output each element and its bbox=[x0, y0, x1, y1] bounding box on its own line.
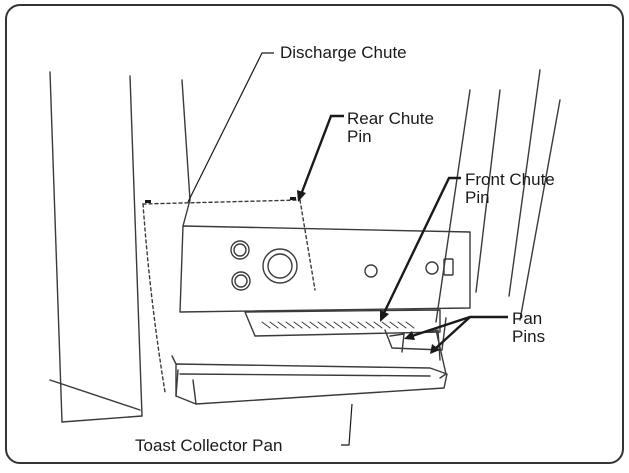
leader-front-chute-pin bbox=[382, 176, 461, 314]
leader-discharge-chute bbox=[187, 52, 274, 203]
label-front-chute-pin: Front Chute Pin bbox=[465, 170, 555, 207]
label-rear-chute-pin: Rear Chute Pin bbox=[347, 109, 434, 146]
pan-pin-left bbox=[389, 333, 405, 353]
power-switch bbox=[443, 258, 454, 276]
label-pan-pins: Pan Pins bbox=[512, 309, 546, 346]
figure-frame bbox=[5, 4, 624, 464]
housing-bottom-left bbox=[61, 415, 143, 423]
conveyor-slots bbox=[261, 321, 415, 329]
housing-right-3 bbox=[435, 89, 471, 323]
housing-right-back bbox=[519, 99, 561, 321]
housing-left-2 bbox=[181, 79, 191, 201]
conveyor-housing bbox=[244, 309, 441, 337]
arrowhead-rear-chute-pin bbox=[297, 190, 306, 202]
chute-outline-right bbox=[299, 199, 316, 291]
knob-small-bottom bbox=[231, 271, 251, 291]
rear-chute-pin-marker bbox=[290, 197, 296, 200]
label-discharge-chute: Discharge Chute bbox=[280, 43, 407, 62]
arrowhead-pan-pin-2 bbox=[430, 344, 440, 354]
indicator-light bbox=[364, 264, 378, 278]
leader-pan-pin-2 bbox=[435, 316, 471, 349]
leader-toast-collector-pan bbox=[341, 403, 353, 446]
knob-small-top bbox=[230, 240, 250, 260]
housing-left-base bbox=[49, 379, 141, 411]
pan-support-left bbox=[171, 355, 177, 365]
arrowhead-front-chute-pin bbox=[380, 310, 389, 322]
chute-outline-top bbox=[142, 199, 301, 205]
indicator-light-2 bbox=[425, 261, 439, 275]
front-panel bbox=[179, 225, 471, 313]
housing-right-2 bbox=[508, 69, 541, 297]
housing-right-1 bbox=[475, 89, 501, 293]
arrowhead-pan-pin-1 bbox=[404, 331, 415, 340]
label-toast-collector-pan: Toast Collector Pan bbox=[135, 436, 283, 455]
left-chute-pin-marker bbox=[145, 200, 151, 203]
leader-arrowheads bbox=[145, 190, 440, 354]
leader-rear-chute-pin bbox=[300, 114, 344, 193]
front-chute-bracket bbox=[384, 317, 447, 351]
front-panel-top bbox=[182, 199, 191, 227]
chute-outline bbox=[142, 203, 166, 393]
housing-left-inner bbox=[129, 75, 143, 417]
housing-left-outer bbox=[49, 71, 63, 423]
knob-large bbox=[262, 248, 298, 284]
